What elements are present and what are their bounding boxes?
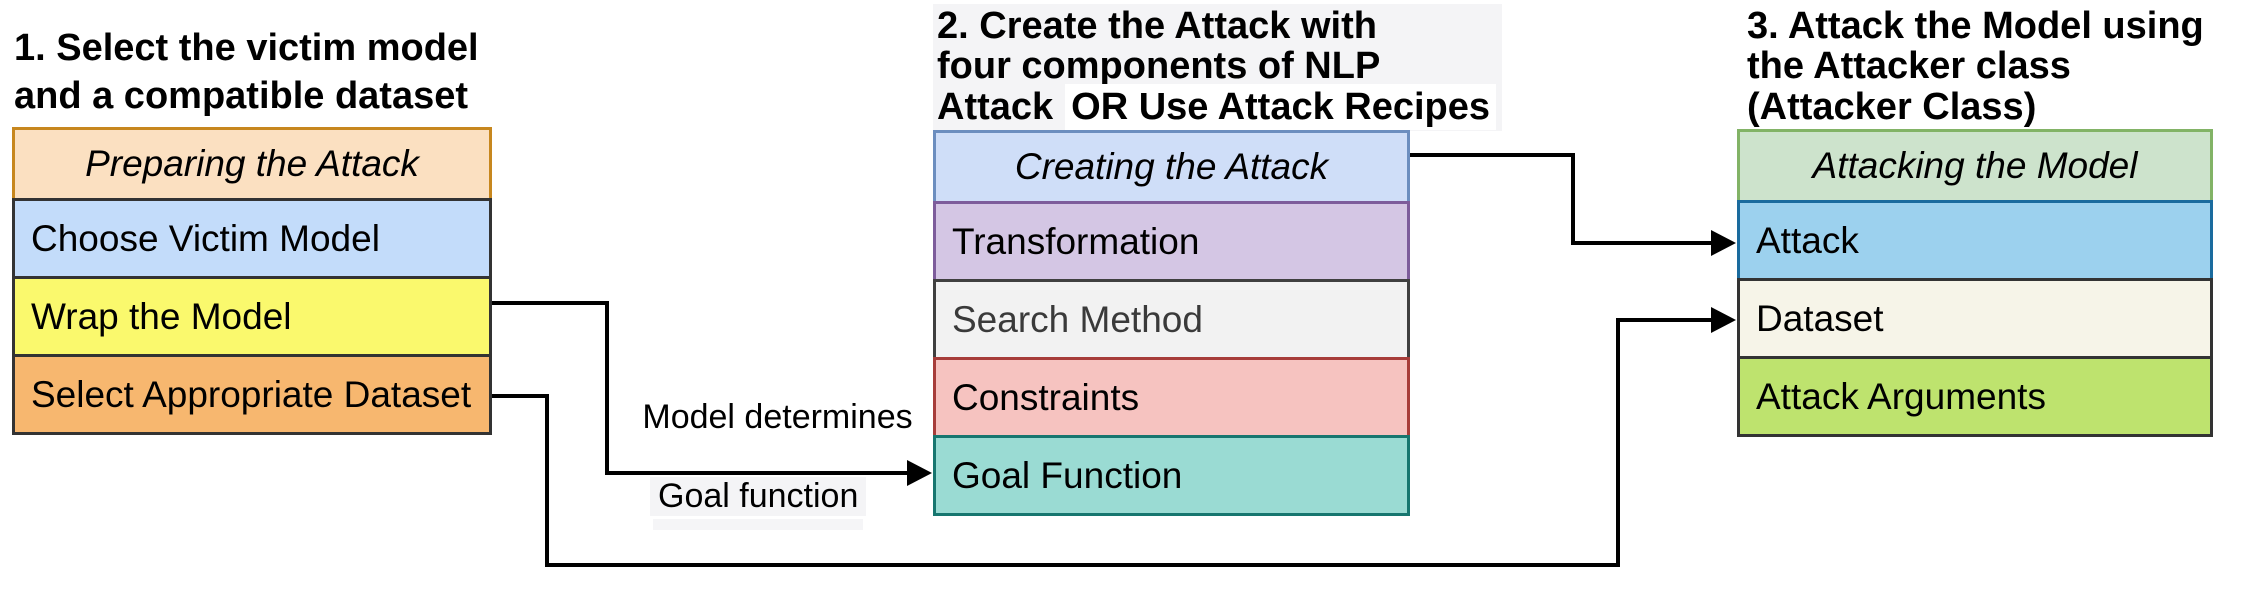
step2-header-label: Creating the Attack: [1014, 146, 1329, 187]
row-label: Attack: [1756, 219, 1859, 261]
label-highlight-artifact: [653, 519, 863, 530]
step2-table: Creating the Attack Transformation Searc…: [933, 130, 1410, 516]
table-row-attack-arguments: Attack Arguments: [1737, 356, 2213, 437]
arrowhead-dataset: [1711, 307, 1736, 333]
step1-table-header: Preparing the Attack: [12, 127, 492, 201]
connector-attack-segment: [1571, 241, 1713, 245]
arrowhead-goal-function: [907, 460, 932, 486]
connector-wrap-to-goal-segment: [605, 471, 909, 475]
row-label: Search Method: [952, 298, 1203, 340]
connector-wrap-to-goal-segment: [605, 301, 609, 475]
connector-dataset-segment: [492, 394, 549, 398]
step2-heading: 2. Create the Attack with four component…: [933, 4, 1503, 131]
table-row-attack: Attack: [1737, 200, 2213, 281]
step3-table: Attacking the Model Attack Dataset Attac…: [1737, 129, 2213, 437]
connector-wrap-to-goal-segment: [492, 301, 609, 305]
step3-table-header: Attacking the Model: [1737, 129, 2213, 203]
step3-heading: 3. Attack the Model using the Attacker c…: [1747, 5, 2204, 128]
connector-dataset-segment: [1616, 318, 1620, 567]
row-label: Attack Arguments: [1756, 375, 2046, 417]
row-label: Dataset: [1756, 297, 1884, 339]
row-label: Choose Victim Model: [31, 217, 380, 259]
step1-heading: 1. Select the victim model and a compati…: [14, 27, 479, 118]
arrowhead-attack: [1711, 230, 1736, 256]
step2-heading-main: 2. Create the Attack with four component…: [937, 5, 1381, 128]
row-label: Constraints: [952, 376, 1140, 418]
step3-header-label: Attacking the Model: [1812, 145, 2138, 186]
connector-dataset-segment: [545, 563, 1620, 567]
connector-dataset-segment: [545, 394, 549, 567]
step2-table-header: Creating the Attack: [933, 130, 1410, 204]
connector-attack-segment: [1571, 153, 1575, 245]
table-row-choose-victim-model: Choose Victim Model: [12, 198, 492, 279]
row-label: Goal Function: [952, 454, 1183, 496]
table-row-wrap-the-model: Wrap the Model: [12, 276, 492, 357]
row-label: Transformation: [952, 220, 1200, 262]
connector-dataset-segment: [1616, 318, 1713, 322]
row-label: Wrap the Model: [31, 295, 292, 337]
step1-table: Preparing the Attack Choose Victim Model…: [12, 127, 492, 435]
table-row-transformation: Transformation: [933, 201, 1410, 282]
table-row-goal-function: Goal Function: [933, 435, 1410, 516]
connector-attack-segment: [1410, 153, 1575, 157]
table-row-select-appropriate-dataset: Select Appropriate Dataset: [12, 354, 492, 435]
edge-label-model-determines: Model determines: [642, 398, 913, 436]
step2-heading-suffix: OR Use Attack Recipes: [1065, 83, 1497, 130]
edge-label-goal-function: Goal function: [650, 477, 867, 516]
step1-header-label: Preparing the Attack: [85, 143, 419, 184]
table-row-dataset: Dataset: [1737, 278, 2213, 359]
row-label: Select Appropriate Dataset: [31, 373, 472, 415]
table-row-constraints: Constraints: [933, 357, 1410, 438]
table-row-search-method: Search Method: [933, 279, 1410, 360]
